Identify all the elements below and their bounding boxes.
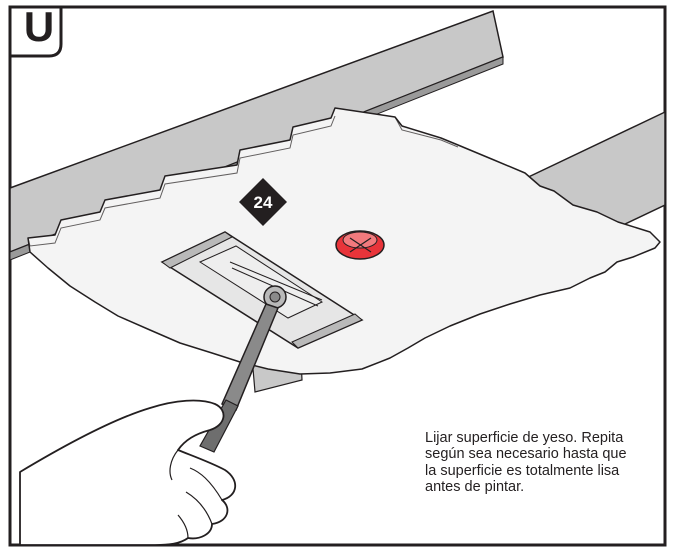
step-letter: U (23, 3, 55, 50)
letter-tab (8, 5, 63, 58)
step-badge-number: 24 (254, 193, 273, 212)
hand-icon (19, 399, 237, 546)
pole-sander-icon (160, 231, 364, 453)
step-badge-icon: 24 (239, 178, 287, 226)
sprinkler-head-icon (335, 230, 385, 260)
instruction-text: Lijar superficie de yeso. Repita según s… (425, 430, 627, 496)
frame-border (8, 5, 667, 547)
